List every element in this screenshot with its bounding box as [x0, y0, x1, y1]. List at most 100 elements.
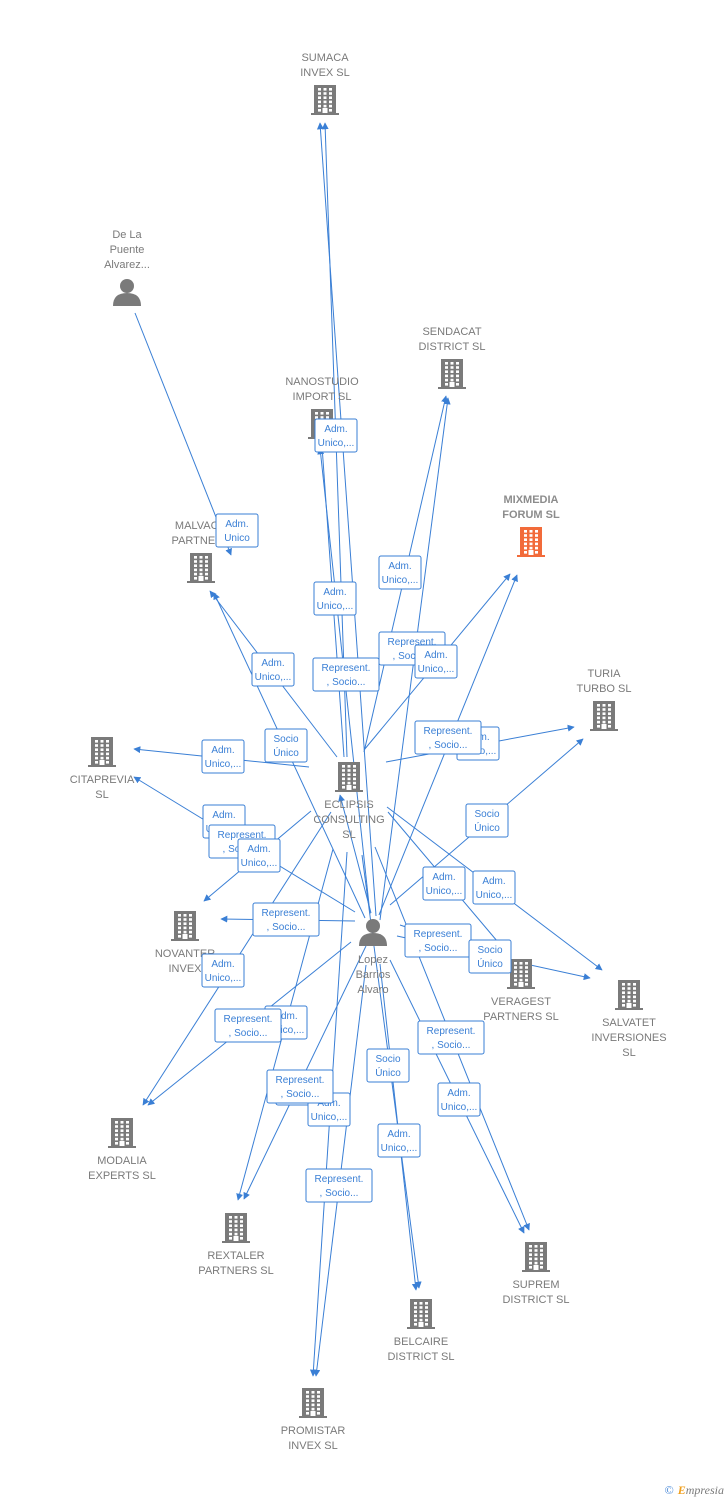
- building-icon[interactable]: [311, 85, 339, 115]
- edge-label-text: Represent.: [276, 1075, 325, 1086]
- node-label-nanostudio: IMPORT SL: [293, 391, 352, 403]
- node-label-sumaca: INVEX SL: [300, 67, 350, 79]
- node-label-belcaire: DISTRICT SL: [387, 1351, 454, 1363]
- edge-label-text: Adm.: [212, 810, 235, 821]
- edge-label[interactable]: Adm.Unico,...: [201, 739, 245, 774]
- edge-label-text: Adm.: [323, 587, 346, 598]
- node-label-modalia: MODALIA: [97, 1155, 147, 1167]
- node-label-rextaler: REXTALER: [207, 1250, 264, 1262]
- edge-label-text: , Socio...: [320, 1188, 359, 1199]
- building-icon[interactable]: [507, 959, 535, 989]
- building-icon[interactable]: [88, 737, 116, 767]
- edge-label-text: Adm.: [274, 1011, 297, 1022]
- edge-label-text: Unico,...: [418, 664, 455, 675]
- edge-label-text: Represent.: [262, 908, 311, 919]
- node-label-veragest: PARTNERS SL: [483, 1011, 558, 1023]
- edge-label[interactable]: Adm.Unico,...: [313, 581, 357, 616]
- edge-label-text: , Socio...: [281, 1089, 320, 1100]
- edge-label-text: , Socio...: [267, 922, 306, 933]
- edge-label-text: Adm.: [247, 844, 270, 855]
- edge-label-text: , Socio...: [419, 943, 458, 954]
- edge-label[interactable]: Adm.Unico,...: [201, 953, 245, 988]
- edge-label-text: Adm.: [432, 872, 455, 883]
- edge-label[interactable]: Represent. , Socio...: [266, 1069, 334, 1104]
- edge-label[interactable]: Adm.Unico,...: [472, 870, 516, 905]
- building-icon[interactable]: [299, 1388, 327, 1418]
- building-icon[interactable]: [171, 911, 199, 941]
- person-icon[interactable]: [113, 279, 141, 306]
- building-icon[interactable]: [522, 1242, 550, 1272]
- edge-label-text: Unico,...: [382, 575, 419, 586]
- node-label-suprem: SUPREM: [512, 1279, 559, 1291]
- edge-label[interactable]: Adm.Unico: [215, 513, 259, 548]
- node-label-turia: TURBO SL: [576, 683, 631, 695]
- building-icon[interactable]: [438, 359, 466, 389]
- edge-label[interactable]: Represent., Socio...: [414, 720, 482, 755]
- node-label-lopez: Lopez: [358, 954, 388, 966]
- edge-label[interactable]: Represent., Socio...: [312, 657, 380, 692]
- edge-label[interactable]: Adm.Unico,...: [237, 838, 281, 873]
- node-label-lopez: Alvaro: [357, 984, 388, 996]
- edge-label-text: , Socio...: [432, 1040, 471, 1051]
- edge-label-text: Unico,...: [205, 973, 242, 984]
- building-icon[interactable]: [517, 527, 545, 557]
- edge-label-text: , Socio...: [229, 1028, 268, 1039]
- edge-label[interactable]: Represent., Socio...: [404, 923, 472, 958]
- edge-label-text: Único: [273, 746, 299, 759]
- edge-label[interactable]: Represent., Socio...: [417, 1020, 485, 1055]
- edge-label[interactable]: Adm.Unico,...: [414, 644, 458, 679]
- edge-label[interactable]: Adm.Unico,...: [377, 1123, 421, 1158]
- edge-label-text: Represent.: [224, 1014, 273, 1025]
- edge-label-text: Unico,...: [255, 672, 292, 683]
- edge-label-text: Único: [477, 957, 503, 970]
- edge-label-text: Socio: [375, 1054, 400, 1065]
- edge-label[interactable]: Adm. Unico,...: [422, 866, 466, 901]
- edge-label[interactable]: Represent. , Socio...: [252, 902, 320, 937]
- brand-logo-initial: E: [677, 1483, 686, 1497]
- edge-label[interactable]: Adm.Unico,...: [251, 652, 295, 687]
- building-icon[interactable]: [335, 762, 363, 792]
- building-icon[interactable]: [590, 701, 618, 731]
- building-icon[interactable]: [187, 553, 215, 583]
- edge-label-text: Unico,...: [476, 890, 513, 901]
- edge-label-text: Unico,...: [318, 438, 355, 449]
- building-icon[interactable]: [615, 980, 643, 1010]
- edge-label[interactable]: Represent. , Socio...: [214, 1008, 282, 1043]
- node-label-promistar: PROMISTAR: [281, 1425, 346, 1437]
- edge-label-text: Represent.: [424, 726, 473, 737]
- node-label-citaprevia: SL: [95, 789, 108, 801]
- person-icon[interactable]: [359, 919, 387, 946]
- node-label-malvaco: MALVACO: [175, 520, 228, 532]
- edge-label[interactable]: Adm.Unico,...: [437, 1082, 481, 1117]
- building-icon[interactable]: [222, 1213, 250, 1243]
- edge-label[interactable]: Adm.Unico,...: [314, 418, 358, 453]
- building-icon[interactable]: [108, 1118, 136, 1148]
- edge-label[interactable]: Represent., Socio...: [305, 1168, 373, 1203]
- edge-label[interactable]: Adm.Unico,...: [378, 555, 422, 590]
- node-delapuente[interactable]: De LaPuenteAlvarez...: [104, 229, 150, 306]
- building-icon[interactable]: [407, 1299, 435, 1329]
- node-label-sendacat: SENDACAT: [422, 326, 481, 338]
- edge-label-text: Unico,...: [426, 886, 463, 897]
- edge-label-text: Socio: [477, 945, 502, 956]
